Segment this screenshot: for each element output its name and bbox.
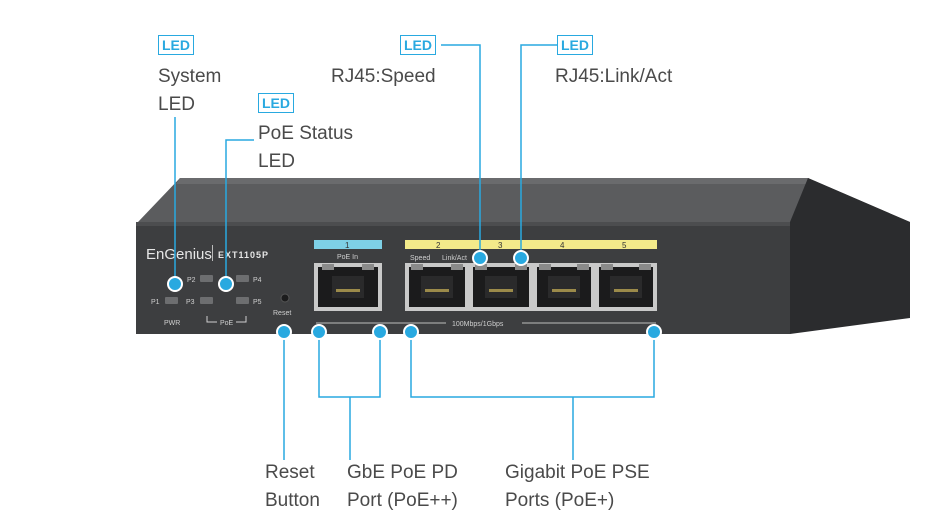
pse-number-4: 4	[560, 241, 565, 250]
device-top	[138, 178, 910, 222]
port1-strip	[314, 240, 382, 249]
pse-number-5: 5	[622, 241, 627, 250]
callout-dot-link-act	[513, 250, 529, 266]
callout-dot-pd-right	[372, 324, 388, 340]
callout-dot-pse-left	[403, 324, 419, 340]
led-p5	[236, 297, 249, 304]
speed-label: Speed	[410, 255, 430, 262]
caption-line: GbE PoE PD	[347, 462, 458, 483]
callout-lines	[174, 44, 655, 460]
led-p4	[236, 275, 249, 282]
brand-logo: EnGenius	[146, 246, 212, 263]
callout-dot-reset	[276, 324, 292, 340]
caption-pd-port: GbE PoE PD Port (PoE++)	[347, 459, 458, 515]
speed-note: 100Mbps/1Gbps	[452, 321, 504, 328]
callout-dot-pd-left	[311, 324, 327, 340]
port-5	[595, 263, 657, 311]
port-2	[405, 263, 469, 311]
caption-system-led: System LED	[158, 63, 221, 119]
led-tag-speed: LED	[400, 35, 436, 55]
led-label-p2: P2	[187, 277, 196, 284]
caption-pse-ports: Gigabit PoE PSE Ports (PoE+)	[505, 459, 650, 515]
port-1	[314, 263, 382, 311]
led-label-p3: P3	[186, 299, 195, 306]
link-act-label: Link/Act	[442, 255, 467, 262]
led-p1	[165, 297, 178, 304]
pse-strip	[405, 240, 657, 249]
callout-dot-speed	[472, 250, 488, 266]
caption-line: PoE Status	[258, 123, 354, 144]
caption-poe-status: PoE Status LED	[258, 120, 353, 176]
reset-button	[280, 293, 290, 303]
pse-number-3: 3	[498, 241, 503, 250]
port1-number: 1	[345, 241, 350, 250]
led-tag-poe-status: LED	[258, 93, 294, 113]
caption-line: Button	[265, 490, 320, 511]
caption-line: Ports (PoE+)	[505, 490, 615, 511]
callout-dot-poe-status	[218, 276, 234, 292]
reset-label: Reset	[273, 310, 291, 317]
port-4	[533, 263, 595, 311]
port-3	[469, 263, 533, 311]
device-side	[790, 178, 910, 334]
led-label-p1: P1	[151, 299, 160, 306]
caption-line: LED	[258, 151, 295, 172]
caption-reset: Reset Button	[265, 459, 320, 515]
caption-line: LED	[158, 94, 195, 115]
led-tag-link-act: LED	[557, 35, 593, 55]
led-label-poe: PoE	[220, 320, 234, 327]
led-label-p4: P4	[253, 277, 262, 284]
callout-dot-pse-right	[646, 324, 662, 340]
led-tag-system: LED	[158, 35, 194, 55]
caption-line: Reset	[265, 462, 315, 483]
caption-line: System	[158, 66, 222, 87]
pse-number-2: 2	[436, 241, 441, 250]
led-p2	[200, 275, 213, 282]
led-label-pwr: PWR	[164, 320, 180, 327]
caption-speed: RJ45:Speed	[331, 66, 436, 87]
led-p3	[200, 297, 213, 304]
port1-label: PoE In	[337, 254, 358, 261]
led-label-p5: P5	[253, 299, 262, 306]
callout-dot-system-led	[167, 276, 183, 292]
caption-line: Gigabit PoE PSE	[505, 462, 650, 483]
caption-link-act: RJ45:Link/Act	[555, 66, 673, 87]
model-name: EXT1105P	[218, 250, 269, 260]
caption-line: Port (PoE++)	[347, 490, 458, 511]
led-panel: P2 P4 P1 P3 P5 PWR PoE	[151, 275, 262, 327]
